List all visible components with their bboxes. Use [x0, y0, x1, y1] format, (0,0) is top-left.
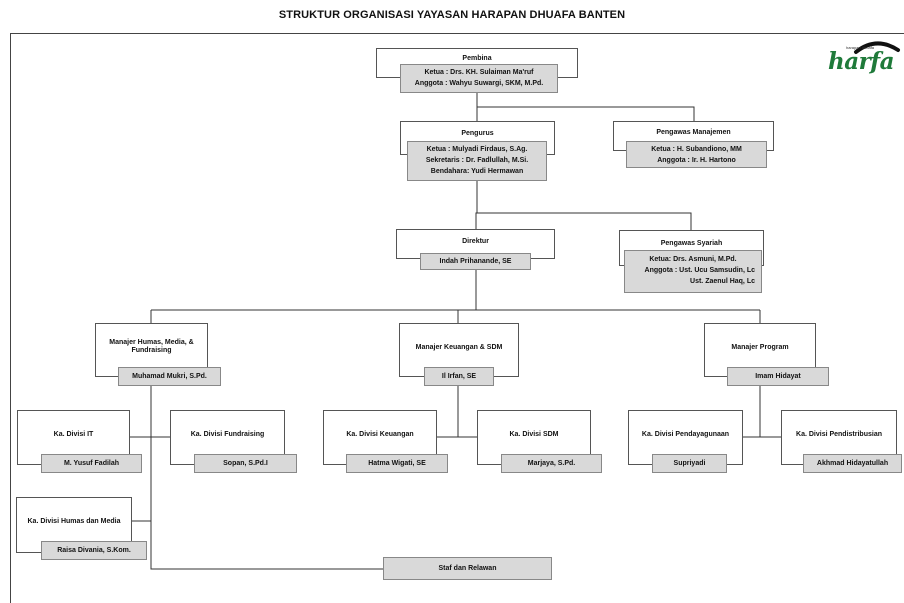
manajer-humas-title: Manajer Humas, Media, & Fundraising [109, 339, 194, 354]
pengawas-syariah-ketua: Ketua: Drs. Asmuni, M.Pd. [649, 256, 737, 263]
chart-title: STRUKTUR ORGANISASI YAYASAN HARAPAN DHUA… [278, 9, 626, 21]
manajer-program-title: Manajer Program [731, 344, 789, 351]
divisi-pendayagunaan-name: Supriyadi [652, 454, 727, 473]
harfa-logo: harapan dhuafa harfa [826, 38, 904, 78]
pengurus-members: Ketua : Mulyadi Firdaus, S.Ag. Sekretari… [407, 141, 547, 181]
divisi-pendistribusian-name-text: Akhmad Hidayatullah [816, 460, 889, 467]
divisi-humas-media-title: Ka. Divisi Humas dan Media [27, 518, 121, 525]
pengurus-title: Pengurus [461, 130, 494, 137]
direktur-name: Indah Prihanande, SE [420, 253, 531, 270]
divisi-pendayagunaan-name-text: Supriyadi [673, 460, 706, 467]
manajer-keuangan-title: Manajer Keuangan & SDM [415, 344, 503, 351]
pengawas-syariah-title: Pengawas Syariah [660, 240, 723, 247]
divisi-sdm-name-text: Marjaya, S.Pd. [527, 460, 576, 467]
pengurus-sekretaris: Sekretaris : Dr. Fadlullah, M.Si. [425, 157, 529, 164]
manajer-program-name-text: Imam Hidayat [755, 373, 801, 380]
pengawas-manajemen-anggota: Anggota : Ir. H. Hartono [657, 157, 736, 164]
manajer-program-name: Imam Hidayat [727, 367, 829, 386]
pembina-anggota: Anggota : Wahyu Suwargi, SKM, M.Pd. [414, 80, 544, 87]
divisi-pendistribusian-title: Ka. Divisi Pendistribusian [796, 431, 882, 438]
pengawas-manajemen-title: Pengawas Manajemen [656, 129, 731, 136]
divisi-fundraising-name-text: Sopan, S.Pd.I [223, 460, 268, 467]
pengawas-syariah-anggota-2: Ust. Zaenul Haq, Lc [690, 278, 755, 285]
pengawas-manajemen-ketua: Ketua : H. Subandiono, MM [651, 146, 742, 153]
divisi-keuangan-name-text: Hatma Wigati, SE [368, 460, 426, 467]
divisi-it-name-text: M. Yusuf Fadilah [63, 460, 120, 467]
pengurus-bendahara: Bendahara: Yudi Hermawan [430, 168, 524, 175]
staf-relawan-box: Staf dan Relawan [383, 557, 552, 580]
pembina-title: Pembina [462, 55, 492, 62]
pengurus-ketua: Ketua : Mulyadi Firdaus, S.Ag. [426, 146, 528, 153]
divisi-sdm-title: Ka. Divisi SDM [509, 431, 559, 438]
logo-wordmark: harfa [828, 48, 895, 75]
direktur-name-text: Indah Prihanande, SE [439, 258, 512, 265]
divisi-sdm-name: Marjaya, S.Pd. [501, 454, 602, 473]
divisi-it-title: Ka. Divisi IT [53, 431, 94, 438]
divisi-humas-media-name-text: Raisa Divania, S.Kom. [57, 547, 131, 554]
manajer-humas-name: Muhamad Mukri, S.Pd. [118, 367, 221, 386]
manajer-humas-name-text: Muhamad Mukri, S.Pd. [132, 373, 207, 380]
divisi-keuangan-title: Ka. Divisi Keuangan [346, 431, 414, 438]
pengawas-syariah-anggota-1: Anggota : Ust. Ucu Samsudin, Lc [644, 267, 755, 274]
manajer-keuangan-name: Il Irfan, SE [424, 367, 494, 386]
logo-tagline: harapan dhuafa [846, 45, 875, 50]
divisi-keuangan-name: Hatma Wigati, SE [346, 454, 448, 473]
staf-relawan-title: Staf dan Relawan [438, 565, 497, 572]
direktur-title: Direktur [462, 238, 489, 245]
divisi-pendayagunaan-title: Ka. Divisi Pendayagunaan [641, 431, 730, 438]
pembina-members: Ketua : Drs. KH. Sulaiman Ma'ruf Anggota… [400, 64, 558, 93]
pengawas-manajemen-members: Ketua : H. Subandiono, MM Anggota : Ir. … [626, 141, 767, 168]
pembina-ketua: Ketua : Drs. KH. Sulaiman Ma'ruf [424, 69, 534, 76]
pengawas-syariah-members: Ketua: Drs. Asmuni, M.Pd. Anggota : Ust.… [624, 250, 762, 293]
divisi-it-name: M. Yusuf Fadilah [41, 454, 142, 473]
manajer-keuangan-name-text: Il Irfan, SE [441, 373, 477, 380]
divisi-fundraising-name: Sopan, S.Pd.I [194, 454, 297, 473]
divisi-pendistribusian-name: Akhmad Hidayatullah [803, 454, 902, 473]
divisi-humas-media-name: Raisa Divania, S.Kom. [41, 541, 147, 560]
harfa-logo-icon [854, 41, 900, 54]
chart-frame [10, 33, 904, 603]
divisi-fundraising-title: Ka. Divisi Fundraising [190, 431, 265, 438]
